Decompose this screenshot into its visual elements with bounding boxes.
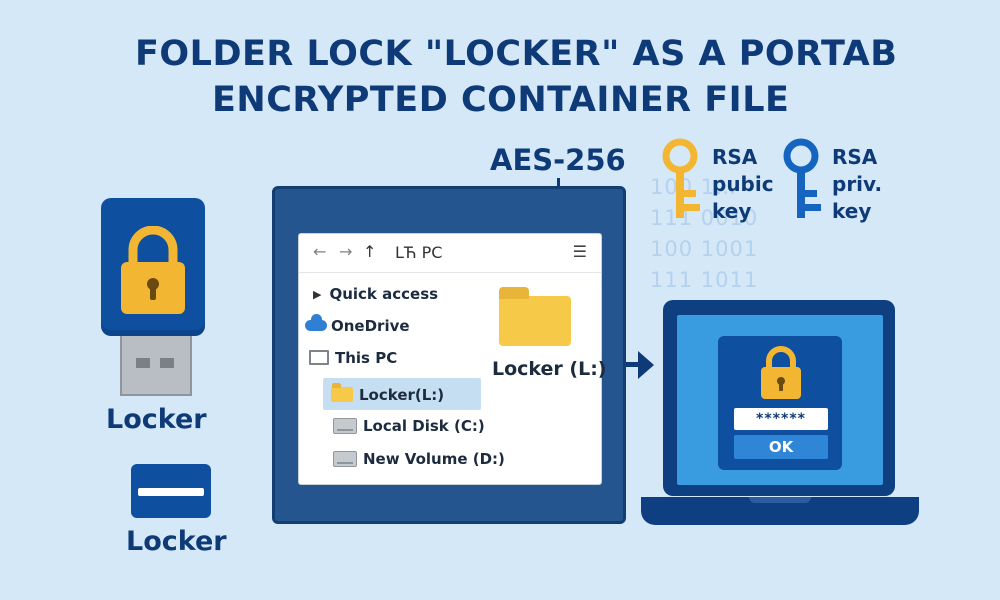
title-line-2: ENCRYPTED CONTAINER FILE (212, 80, 790, 120)
flow-arrow-shaft (626, 362, 640, 367)
usb-drive-label: Locker (106, 404, 207, 435)
usb-pin (136, 358, 150, 368)
arrow-right-icon (638, 351, 654, 379)
binary-row: 111 1011 (650, 268, 759, 292)
tree-item-label: Local Disk (C:) (363, 416, 485, 435)
folder-icon[interactable] (499, 287, 571, 346)
container-file-label: Locker (126, 526, 227, 557)
cloud-icon (305, 314, 327, 331)
chevron-right-icon: ▶ (313, 288, 322, 301)
back-arrow-icon[interactable]: ← (313, 242, 327, 261)
blue-key-icon (783, 138, 821, 218)
drive-icon (333, 450, 357, 467)
private-key-line-2: priv. (832, 172, 883, 196)
explorer-toolbar: ← → ↑ LЋ PC ☰ (299, 234, 601, 273)
public-key-label: RSA pubic key (712, 144, 774, 225)
container-file-icon (131, 464, 211, 518)
ok-button[interactable]: OK (734, 435, 828, 459)
laptop-base (641, 497, 919, 525)
tree-item-label: OneDrive (331, 316, 410, 335)
locker-drive-label: Locker (L:) (492, 358, 607, 380)
private-key-label: RSA priv. key (832, 144, 882, 225)
password-field[interactable]: ****** (734, 408, 828, 430)
tree-item-this-pc[interactable]: This PC (309, 343, 397, 371)
public-key-line-2: pubic (712, 172, 774, 196)
folder-icon (331, 383, 353, 402)
usb-pin (160, 358, 174, 368)
drive-icon (333, 417, 357, 434)
file-explorer-window: ← → ↑ LЋ PC ☰ ▶ Quick access OneDrive Thi… (298, 233, 602, 485)
menu-icon[interactable]: ☰ (572, 242, 587, 261)
forward-arrow-icon[interactable]: → (339, 242, 353, 261)
tree-item-label: This PC (335, 348, 398, 367)
tree-item-local-disk-c[interactable]: Local Disk (C:) (333, 411, 485, 439)
card-slot (138, 488, 204, 496)
usb-connector (120, 336, 192, 396)
address-path[interactable]: LЋ PC (395, 243, 443, 262)
binary-row: 100 1001 (650, 237, 759, 261)
tree-item-quick-access[interactable]: ▶ Quick access (313, 279, 438, 307)
private-key-line-3: key (832, 199, 872, 223)
public-key-line-3: key (712, 199, 752, 223)
tree-item-new-volume-d[interactable]: New Volume (D:) (333, 444, 505, 472)
up-arrow-icon[interactable]: ↑ (363, 242, 377, 261)
tree-item-label: New Volume (D:) (363, 449, 505, 468)
tree-item-locker[interactable]: Locker(L:) (323, 378, 481, 410)
title-line-1: FOLDER LOCK "LOCKER" AS A PORTAB (135, 34, 898, 74)
gold-key-icon (662, 138, 700, 218)
tree-item-onedrive[interactable]: OneDrive (305, 311, 410, 339)
encryption-label: AES-256 (490, 143, 626, 177)
binary-row: 111 0010 (650, 206, 759, 230)
padlock-icon (121, 226, 185, 314)
padlock-icon (761, 346, 801, 399)
tree-item-label: Locker(L:) (359, 385, 445, 404)
monitor-icon (309, 350, 329, 365)
tree-item-label: Quick access (329, 284, 439, 303)
public-key-line-1: RSA (712, 145, 758, 169)
private-key-line-1: RSA (832, 145, 878, 169)
